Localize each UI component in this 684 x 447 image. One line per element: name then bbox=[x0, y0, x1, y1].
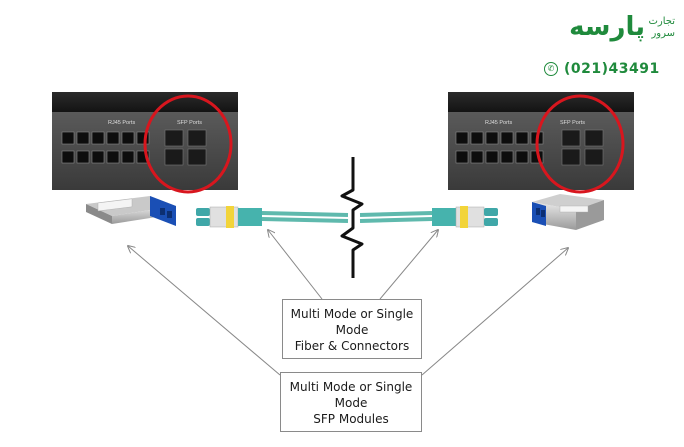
fiber-connectors-callout: Multi Mode or Single Mode Fiber & Connec… bbox=[282, 299, 422, 359]
sfp-modules-callout: Multi Mode or Single Mode SFP Modules bbox=[280, 372, 422, 432]
rj45-port bbox=[61, 131, 75, 145]
right-sfp-port bbox=[561, 129, 581, 147]
company-logo: پارسه تجارت سرور ✆ (021)43491 bbox=[530, 12, 675, 82]
rj45-port bbox=[515, 150, 529, 164]
fiber-cable bbox=[196, 206, 498, 228]
right-sfp-highlight-circle bbox=[535, 94, 625, 194]
right-sfp-port bbox=[561, 148, 581, 166]
arrow-to-left-sfp bbox=[128, 246, 281, 376]
rj45-port bbox=[91, 131, 105, 145]
arrow-to-right-connector bbox=[379, 230, 438, 300]
right-sfp-port bbox=[584, 129, 604, 147]
logo-phone: (021)43491 bbox=[564, 61, 660, 77]
left-switch: RJ45 Ports SFP Ports bbox=[52, 92, 238, 194]
sfp-callout-line1: Multi Mode or Single bbox=[289, 380, 413, 394]
rj45-port bbox=[76, 131, 90, 145]
rj45-port bbox=[455, 131, 469, 145]
rj45-port bbox=[485, 131, 499, 145]
right-sfp-module bbox=[532, 194, 604, 230]
left-sfp-port bbox=[164, 129, 184, 147]
rj45-port bbox=[455, 150, 469, 164]
rj45-port bbox=[470, 131, 484, 145]
right-sfp-label: SFP Ports bbox=[560, 120, 585, 126]
sfp-callout-line2: Mode bbox=[334, 396, 368, 410]
rj45-port bbox=[61, 150, 75, 164]
rj45-port bbox=[470, 150, 484, 164]
callout-arrows bbox=[128, 230, 568, 376]
logo-tagline-line2: سرور bbox=[651, 28, 675, 39]
logo-brand: پارسه bbox=[569, 12, 645, 42]
logo-tagline-line1: تجارت bbox=[648, 16, 675, 27]
right-rj45-ports bbox=[455, 131, 544, 164]
rj45-port bbox=[500, 150, 514, 164]
right-connector-boot bbox=[484, 208, 498, 216]
left-rj45-label: RJ45 Ports bbox=[108, 120, 135, 126]
rj45-port bbox=[515, 131, 529, 145]
rj45-port bbox=[106, 131, 120, 145]
rj45-port bbox=[500, 131, 514, 145]
rj45-port bbox=[76, 150, 90, 164]
left-sfp-label: SFP Ports bbox=[177, 120, 202, 126]
rj45-port bbox=[485, 150, 499, 164]
phone-icon: ✆ bbox=[544, 62, 558, 76]
cable-break-symbol bbox=[340, 157, 364, 278]
left-sfp-module bbox=[86, 196, 176, 226]
left-connector-boot bbox=[196, 208, 210, 216]
fiber-callout-line2: Mode bbox=[335, 323, 369, 337]
rj45-port bbox=[91, 150, 105, 164]
arrow-to-right-sfp bbox=[421, 248, 568, 376]
sfp-callout-line3: SFP Modules bbox=[313, 412, 389, 426]
fiber-callout-line1: Multi Mode or Single bbox=[290, 307, 414, 321]
left-sfp-port bbox=[187, 148, 207, 166]
rj45-port bbox=[121, 150, 135, 164]
rj45-port bbox=[121, 131, 135, 145]
left-sfp-highlight-circle bbox=[143, 94, 233, 194]
rj45-port bbox=[106, 150, 120, 164]
right-switch: RJ45 Ports SFP Ports bbox=[448, 92, 634, 194]
arrow-to-left-connector bbox=[268, 230, 323, 300]
left-sfp-port bbox=[164, 148, 184, 166]
fiber-callout-line3: Fiber & Connectors bbox=[294, 339, 410, 353]
right-rj45-label: RJ45 Ports bbox=[485, 120, 512, 126]
left-sfp-port bbox=[187, 129, 207, 147]
right-sfp-port bbox=[584, 148, 604, 166]
